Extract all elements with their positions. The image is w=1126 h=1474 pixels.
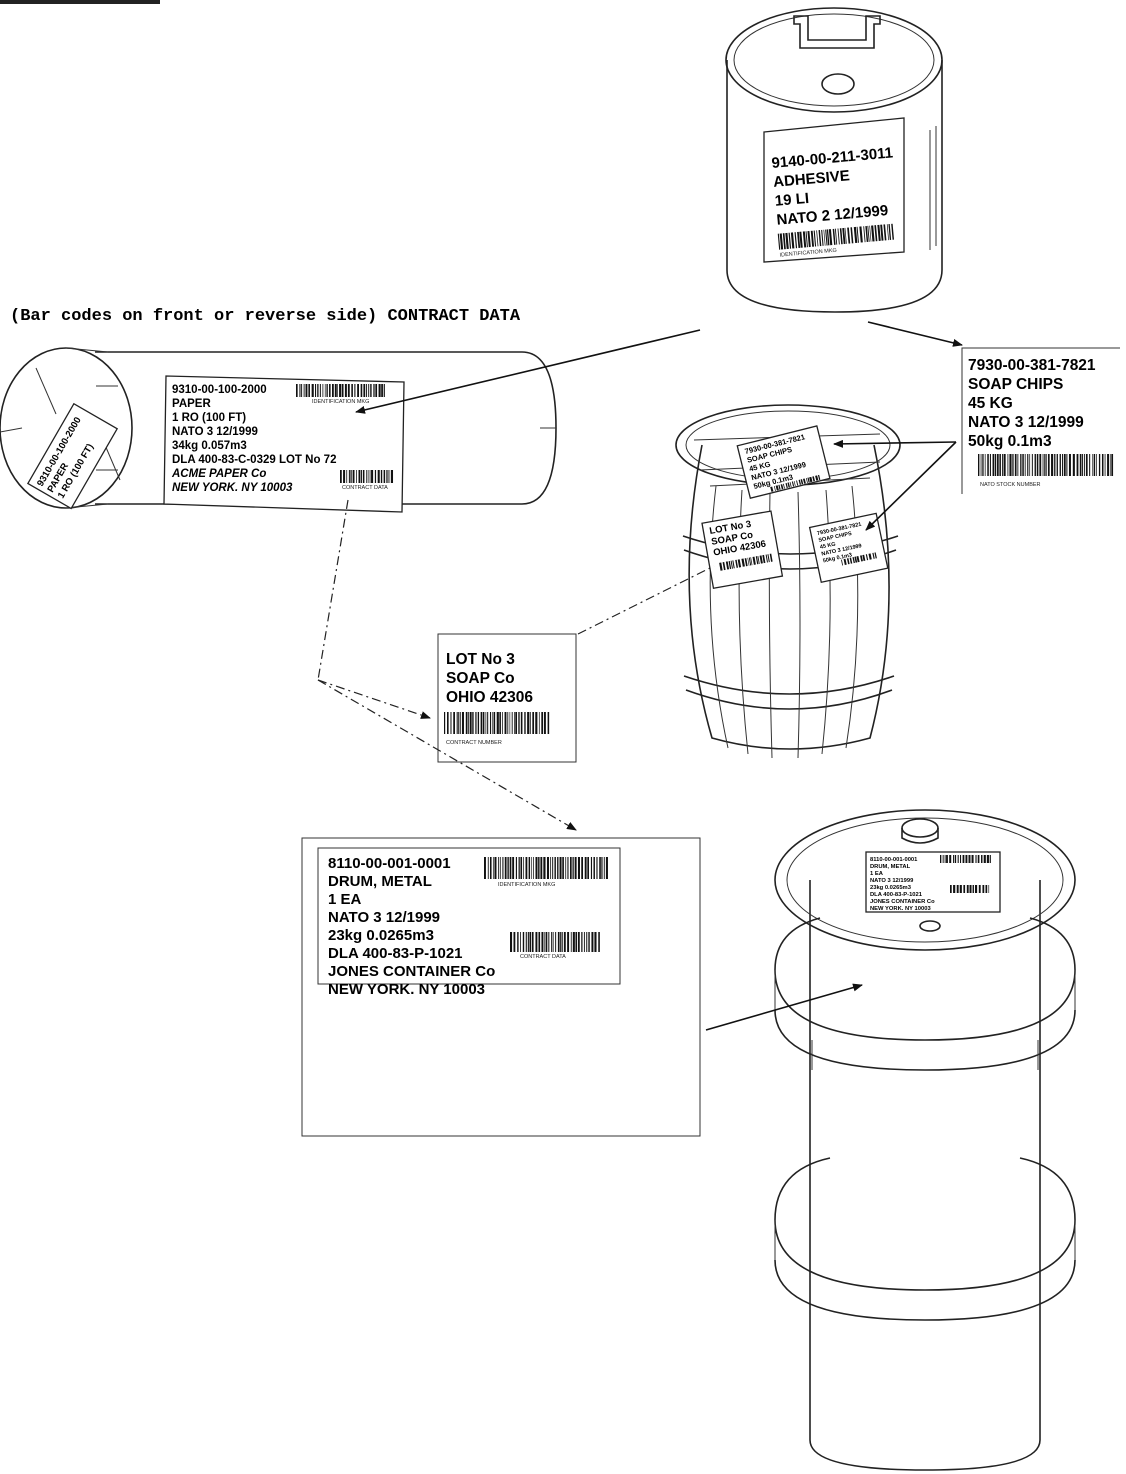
drum-callout-barcode-caption-identification: IDENTIFICATION MKG — [498, 882, 555, 888]
drum-top-label-text: 8110-00-001-0001 DRUM, METAL 1 EA NATO 3… — [870, 857, 936, 912]
adhesive-barcode — [777, 223, 895, 250]
lot-callout-text: LOT No 3 SOAP Co OHIO 42306 — [446, 651, 533, 706]
leader-lot-callout-to-barrel — [577, 565, 715, 635]
adhesive-label — [763, 117, 905, 263]
adhesive-barcode-caption: IDENTIFICATION MKG — [779, 248, 837, 259]
drum-metal-callout: 8110-00-001-0001 DRUM, METAL 1 EA NATO 3… — [301, 837, 701, 1137]
bar-code-annotation: (Bar codes on front or reverse side) CON… — [10, 307, 521, 326]
adhesive-pail: 9140-00-211-3011 ADHESIVE 19 LI NATO 2 1… — [725, 7, 943, 313]
paper-barcode-caption-identification: IDENTIFICATION MKG — [312, 399, 369, 405]
steel-drum: 8110-00-001-0001 DRUM, METAL 1 EA NATO 3… — [774, 809, 1076, 1471]
drum-callout-barcode-caption-contract: CONTRACT DATA — [520, 954, 566, 960]
lot-callout-barcode-caption: CONTRACT NUMBER — [446, 740, 502, 746]
paper-side-label-text: 9310-00-100-2000 PAPER 1 RO (100 FT) NAT… — [171, 384, 340, 494]
paper-barcode-caption-contract: CONTRACT DATA — [342, 485, 388, 491]
arrow-annotation-to-paper-barcode — [355, 329, 701, 414]
barrel-top-barcode — [770, 474, 821, 492]
drum-callout-label — [317, 847, 621, 985]
soap-callout-barcode-caption: NATO STOCK NUMBER — [980, 482, 1041, 488]
barrel-left-barcode — [719, 553, 773, 571]
soap-chips-callout: 7930-00-381-7821 SOAP CHIPS 45 KG NATO 3… — [961, 347, 1120, 494]
drum-callout-frame — [301, 837, 701, 1137]
soap-callout-barcode — [978, 454, 1114, 476]
pail-handle — [793, 15, 881, 49]
barrel-right-barcode — [841, 552, 877, 566]
drum-top-barcode-identification — [940, 855, 991, 863]
drum-top-label — [865, 851, 1001, 913]
drum-callout-barcode-identification — [484, 857, 608, 879]
drum-bung-large — [901, 818, 939, 838]
arrow-callout-to-barrel-top-label — [833, 439, 957, 448]
cropped-heading-residue — [0, 0, 160, 4]
paper-end-label — [26, 402, 119, 510]
leader-hub-to-drum-callout — [317, 679, 577, 831]
pail-cap — [821, 73, 855, 95]
drum-top-barcode-contract — [950, 885, 990, 893]
wooden-barrel: 7930-00-381-7821 SOAP CHIPS 45 KG NATO 3… — [675, 404, 901, 759]
arrow-drum-callout-to-drum-label — [705, 983, 863, 1031]
paper-barcode-identification — [296, 384, 385, 397]
paper-barcode-contract — [340, 470, 394, 483]
drum-callout-text: 8110-00-001-0001 DRUM, METAL 1 EA NATO 3… — [328, 855, 499, 998]
barrel-left-label-text: LOT No 3 SOAP Co OHIO 42306 — [709, 517, 767, 559]
paper-roll: 9310-00-100-2000 PAPER 1 RO (100 FT) 931… — [0, 347, 557, 513]
arrow-callout-to-barrel-side-label — [865, 441, 957, 531]
lot-callout-barcode — [444, 712, 550, 734]
soap-callout-text: 7930-00-381-7821 SOAP CHIPS 45 KG NATO 3… — [968, 357, 1100, 450]
leader-hub-to-lot-callout — [317, 679, 431, 719]
arrow-pail-to-soap-callout — [867, 321, 963, 347]
leader-paper-contract-to-hub — [317, 499, 349, 681]
drum-callout-barcode-contract — [510, 932, 600, 952]
lot-number-callout: LOT No 3 SOAP Co OHIO 42306 CONTRACT NUM… — [437, 633, 577, 763]
drum-bung-small — [919, 920, 941, 932]
